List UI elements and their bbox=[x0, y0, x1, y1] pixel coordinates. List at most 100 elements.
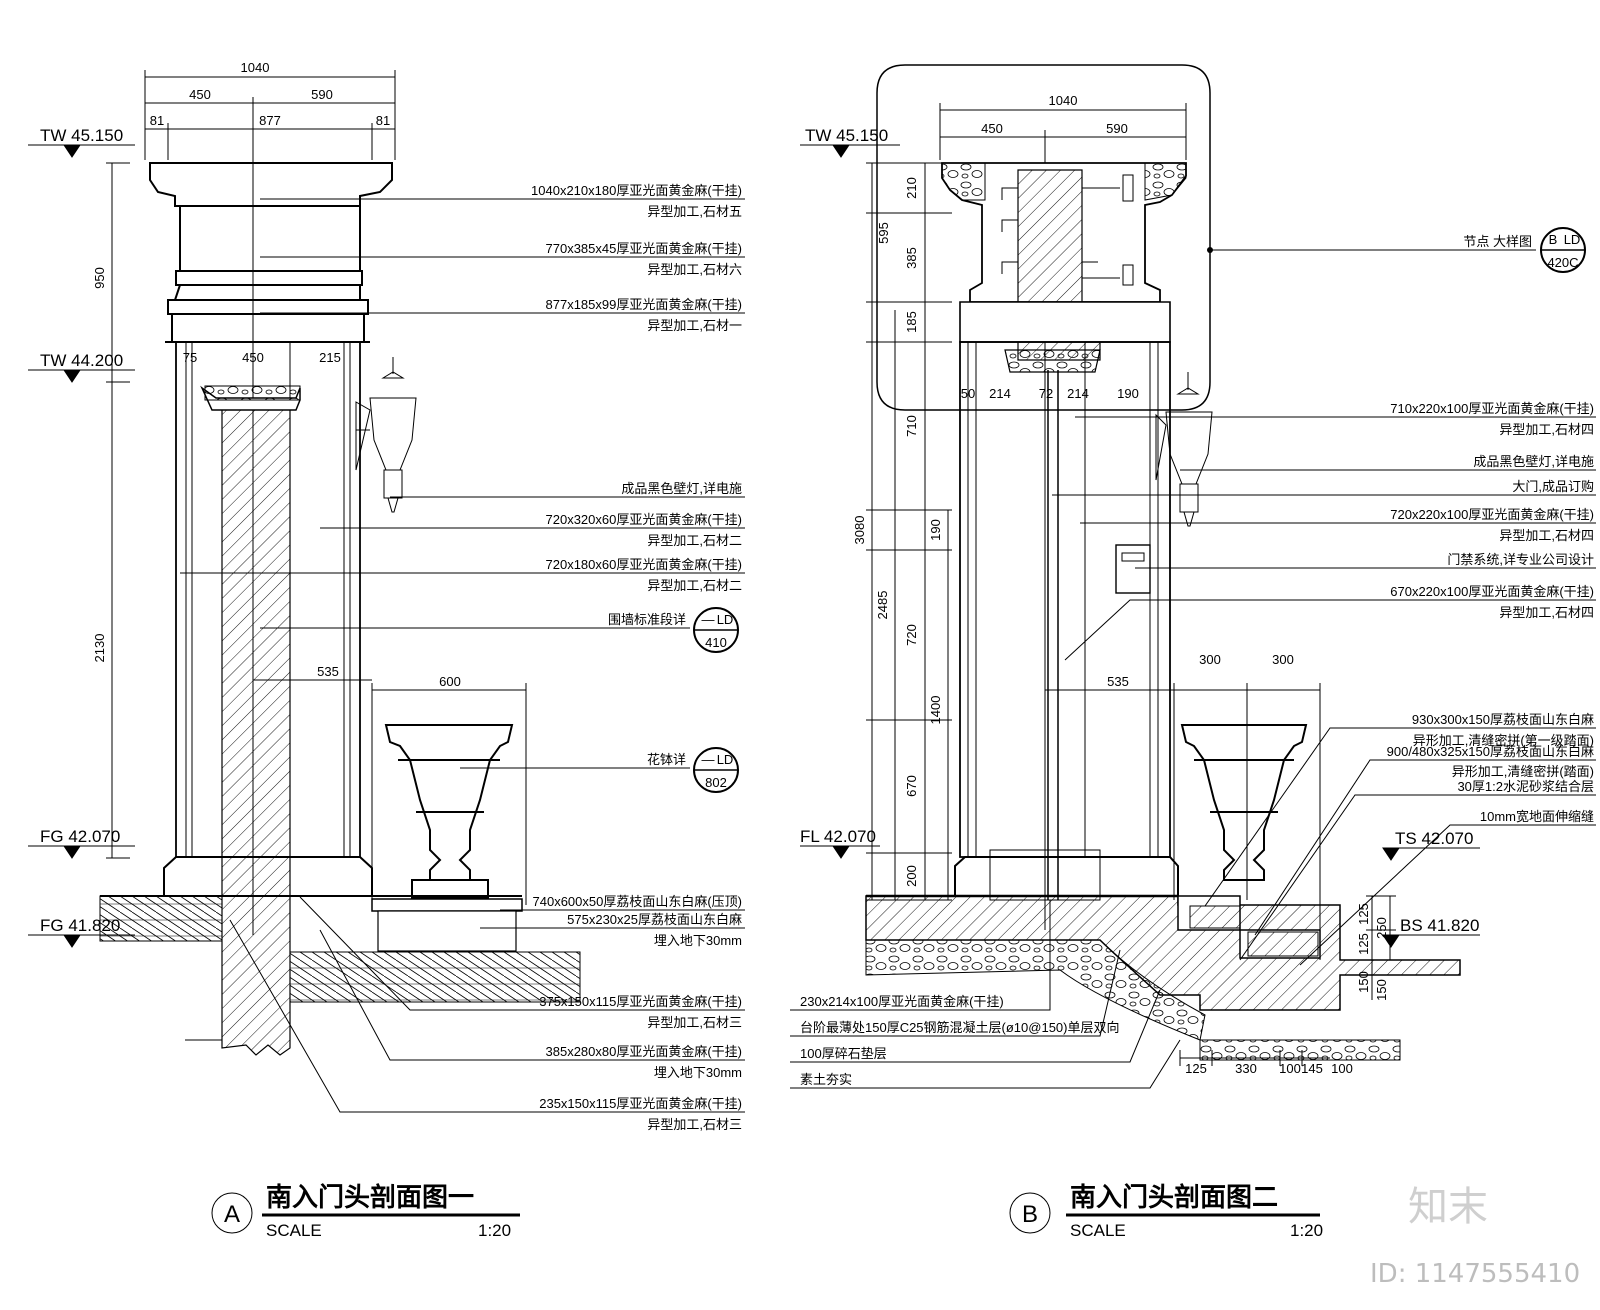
dim-label: 450 bbox=[242, 350, 264, 365]
watermark-brand: 知末 bbox=[1408, 1184, 1488, 1230]
pillar-capital-section bbox=[941, 162, 1187, 373]
watermark: 知末 ID: 1147555410 bbox=[1370, 1184, 1580, 1289]
dim-label: 210 bbox=[904, 177, 919, 199]
material-label: 成品黑色壁灯,详电施 bbox=[621, 481, 742, 496]
material-label: 埋入地下30mm bbox=[654, 933, 742, 948]
steps-section bbox=[865, 894, 1461, 1061]
detail-callout-boundary bbox=[876, 64, 1211, 411]
dim-label: 590 bbox=[311, 87, 333, 102]
wall-lamp bbox=[1155, 372, 1213, 527]
ref-ld: LD bbox=[1564, 232, 1581, 247]
detail-ref-bubble[interactable]: — LD 802 bbox=[693, 747, 739, 793]
material-label: 385x280x80厚亚光面黄金麻(干挂) bbox=[546, 1044, 743, 1059]
material-label: 930x300x150厚荔枝面山东白麻 bbox=[1412, 712, 1594, 727]
material-label: 230x214x100厚亚光面黄金麻(干挂) bbox=[800, 994, 1004, 1009]
scale-label: SCALE bbox=[1070, 1221, 1126, 1240]
material-label: 围墙标准段详 bbox=[608, 612, 686, 627]
dim-label: 250 bbox=[1374, 917, 1389, 939]
ref-sheet: B bbox=[1549, 232, 1558, 247]
annotation-leaders bbox=[1052, 416, 1596, 966]
dim-label: 190 bbox=[928, 519, 943, 541]
material-label: 异型加工,石材六 bbox=[647, 262, 742, 277]
section-b: 节点 大样图 B LD 420C 1040 450 590 TW 45.150 … bbox=[790, 64, 1596, 1240]
level-label: TW 45.150 bbox=[805, 126, 888, 145]
material-label: 30厚1:2水泥砂浆结合层 bbox=[1457, 779, 1594, 794]
material-label: 720x320x60厚亚光面黄金麻(干挂) bbox=[546, 512, 743, 527]
material-label: 877x185x99厚亚光面黄金麻(干挂) bbox=[546, 297, 743, 312]
material-label: 720x220x100厚亚光面黄金麻(干挂) bbox=[1390, 507, 1594, 522]
dim-label: 450 bbox=[981, 121, 1003, 136]
section-a: 1040 450 590 81 877 81 950 2130 TW 45.15… bbox=[28, 60, 745, 1240]
dim-label: 590 bbox=[1106, 121, 1128, 136]
dim-label: 595 bbox=[876, 222, 891, 244]
material-label: 异型加工,石材三 bbox=[647, 1117, 742, 1132]
dim-label: 720 bbox=[904, 624, 919, 646]
detail-ref-bubble[interactable]: — LD 410 bbox=[693, 607, 739, 653]
pillar-base-b bbox=[954, 856, 1179, 897]
dim-label: 300 bbox=[1199, 652, 1221, 667]
dim-label: 300 bbox=[1272, 652, 1294, 667]
dim-label: 185 bbox=[904, 311, 919, 333]
dim-label: 600 bbox=[439, 674, 461, 689]
material-label: 375x150x115厚亚光面黄金麻(干挂) bbox=[539, 994, 742, 1009]
dim-label: 200 bbox=[904, 865, 919, 887]
dim-label: 2130 bbox=[92, 634, 107, 663]
dim-label: 710 bbox=[904, 415, 919, 437]
ground-section bbox=[99, 895, 581, 1003]
pillar-capital bbox=[149, 162, 393, 343]
watermark-id: ID: 1147555410 bbox=[1370, 1259, 1580, 1289]
material-label: 720x180x60厚亚光面黄金麻(干挂) bbox=[546, 557, 743, 572]
level-label: TS 42.070 bbox=[1395, 829, 1473, 848]
material-label: 大门,成品订购 bbox=[1512, 479, 1594, 494]
dim-label: 125 bbox=[1356, 933, 1371, 955]
material-label: 异型加工,石材五 bbox=[647, 204, 742, 219]
material-label: 1040x210x180厚亚光面黄金麻(干挂) bbox=[531, 183, 742, 198]
flower-vase bbox=[384, 724, 514, 899]
material-label: 台阶最薄处150厚C25钢筋混凝土层(ø10@150)单层双向 bbox=[800, 1020, 1119, 1035]
dim-label: 670 bbox=[904, 775, 919, 797]
scale-value: 1:20 bbox=[1290, 1221, 1323, 1240]
dim-label: 1400 bbox=[928, 696, 943, 725]
drawing-title: 南入门头剖面图二 bbox=[1070, 1182, 1278, 1212]
drawing-title-a: A 南入门头剖面图一 SCALE 1:20 bbox=[211, 1182, 520, 1240]
title-letter: A bbox=[224, 1201, 240, 1228]
level-label: FL 42.070 bbox=[800, 827, 876, 846]
scale-value: 1:20 bbox=[478, 1221, 511, 1240]
ref-ld: LD bbox=[717, 612, 734, 627]
dim-label: 535 bbox=[317, 664, 339, 679]
material-label: 素土夯实 bbox=[800, 1072, 852, 1087]
level-label: TW 45.150 bbox=[40, 126, 123, 145]
annotation-labels-bottom: 230x214x100厚亚光面黄金麻(干挂) 台阶最薄处150厚C25钢筋混凝土… bbox=[800, 994, 1119, 1087]
material-label: 异型加工,石材四 bbox=[1499, 422, 1594, 437]
dim-label: 100 bbox=[1279, 1061, 1301, 1076]
dim-label: 81 bbox=[376, 113, 390, 128]
detail-ref-bubble[interactable]: B LD 420C bbox=[1540, 227, 1586, 273]
dim-label: 150 bbox=[1356, 971, 1371, 993]
ref-ld: LD bbox=[717, 752, 734, 767]
annotation-labels: 1040x210x180厚亚光面黄金麻(干挂) 异型加工,石材五 770x385… bbox=[531, 183, 742, 1132]
dim-label: 100 bbox=[1331, 1061, 1353, 1076]
material-label: 235x150x115厚亚光面黄金麻(干挂) bbox=[539, 1096, 742, 1111]
dim-label: 72 bbox=[1039, 386, 1053, 401]
dim-label: 3080 bbox=[852, 516, 867, 545]
material-label: 异型加工,石材四 bbox=[1499, 605, 1594, 620]
material-label: 575x230x25厚荔枝面山东白麻 bbox=[567, 912, 742, 927]
wall-lamp bbox=[355, 357, 417, 513]
wall-core-section bbox=[200, 385, 301, 1056]
ref-number: 420C bbox=[1547, 255, 1578, 270]
level-label: FG 42.070 bbox=[40, 827, 120, 846]
material-label: 710x220x100厚亚光面黄金麻(干挂) bbox=[1390, 401, 1594, 416]
dim-label: 950 bbox=[92, 267, 107, 289]
annotation-leaders bbox=[180, 198, 745, 1113]
scale-label: SCALE bbox=[266, 1221, 322, 1240]
level-label: TW 44.200 bbox=[40, 351, 123, 370]
dim-label: 50 bbox=[961, 386, 975, 401]
level-label: BS 41.820 bbox=[1400, 916, 1479, 935]
material-label: 740x600x50厚荔枝面山东白麻(压顶) bbox=[533, 894, 743, 909]
material-label: 异形加工,清缝密拼(第一级踏面) bbox=[1413, 733, 1594, 748]
material-label: 900/480x325x150厚荔枝面山东白麻 bbox=[1387, 744, 1594, 759]
material-label: 埋入地下30mm bbox=[654, 1065, 742, 1080]
dim-label: 214 bbox=[989, 386, 1011, 401]
dim-label: 2485 bbox=[875, 591, 890, 620]
